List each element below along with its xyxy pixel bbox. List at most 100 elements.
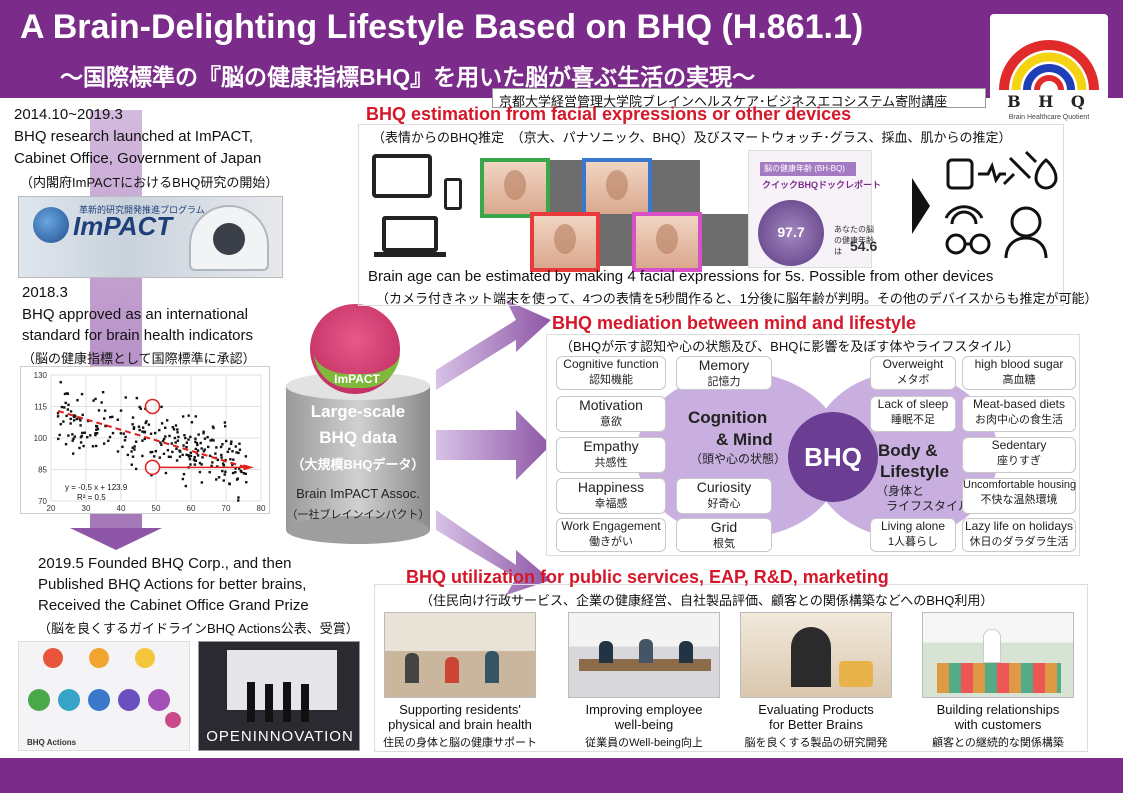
- bhq-logo-arcs-icon: [999, 40, 1099, 91]
- scatter-point: [141, 454, 144, 458]
- scatter-point: [221, 469, 224, 473]
- scatter-point: [198, 470, 202, 474]
- x-tick-label: 50: [152, 504, 161, 513]
- scatter-point: [80, 392, 84, 396]
- scatter-point: [59, 380, 62, 384]
- tablet-icon: [372, 154, 432, 198]
- scatter-point: [111, 431, 115, 435]
- scatter-point: [187, 438, 190, 441]
- scatter-point: [185, 453, 188, 456]
- x-tick-label: 40: [117, 504, 126, 513]
- scatter-point: [174, 424, 178, 427]
- scatter-point: [109, 416, 112, 419]
- scatter-point: [86, 419, 90, 423]
- smartphone-icon: [444, 178, 462, 210]
- scatter-point: [108, 435, 112, 439]
- scatter-point: [95, 432, 99, 435]
- scatter-point: [228, 447, 231, 451]
- scatter-point: [202, 432, 205, 435]
- scatter-point: [131, 446, 134, 449]
- scatter-point: [199, 441, 202, 445]
- scatter-point: [192, 458, 196, 461]
- mri-machine-icon: [189, 205, 269, 271]
- scatter-point: [181, 415, 185, 418]
- scatter-point: [76, 399, 79, 402]
- scatter-point: [130, 450, 133, 453]
- scatter-point: [220, 453, 223, 457]
- scatter-point: [228, 482, 231, 485]
- scatter-point: [133, 448, 136, 451]
- scatter-point: [178, 449, 181, 452]
- scatter-point: [224, 470, 227, 473]
- scatter-point: [166, 448, 170, 452]
- scatter-point: [164, 435, 167, 438]
- bhq-actions-guideline-image: BHQ Actions: [18, 641, 190, 751]
- timeline-text-3c: Received the Cabinet Office Grand Prize: [38, 597, 309, 614]
- scatter-point: [141, 430, 144, 433]
- scatter-point: [116, 418, 119, 421]
- scatter-point: [223, 421, 227, 424]
- scatter-point: [73, 435, 76, 438]
- scatter-point: [79, 424, 82, 427]
- scatter-point: [65, 414, 68, 418]
- scatter-point: [62, 420, 65, 423]
- scatter-point: [165, 419, 169, 422]
- header-banner: A Brain-Delighting Lifestyle Based on BH…: [0, 0, 1123, 98]
- scatter-point: [222, 464, 226, 467]
- scatter-point: [56, 412, 60, 415]
- scatter-point: [190, 421, 194, 424]
- scatter-point: [124, 435, 127, 439]
- scatter-point: [92, 399, 95, 402]
- scatter-point: [176, 431, 179, 434]
- scatter-point: [164, 471, 168, 475]
- scatter-point: [64, 401, 67, 405]
- scatter-point: [235, 451, 238, 454]
- brain-age-value: 54.6: [850, 238, 878, 254]
- scatter-point: [67, 434, 70, 437]
- scatter-point: [94, 444, 98, 448]
- caption-customers-2: with customers: [954, 717, 1042, 732]
- scatter-point: [121, 445, 124, 449]
- scatter-point: [65, 392, 69, 395]
- scatter-point: [187, 455, 191, 458]
- y-tick-label: 130: [34, 371, 48, 380]
- section2-title: BHQ mediation between mind and lifestyle: [552, 313, 917, 333]
- scatter-point: [203, 437, 207, 440]
- scatter-point: [216, 465, 219, 468]
- scatter-point: [141, 426, 145, 429]
- scatter-point: [124, 396, 127, 399]
- laptop-icon: [382, 216, 438, 252]
- scatter-point: [107, 439, 110, 443]
- scatter-point: [56, 415, 60, 418]
- scatter-point: [214, 452, 217, 455]
- scatter-point: [100, 401, 103, 404]
- timeline-text-2a: BHQ approved as an international: [22, 306, 248, 323]
- scatter-point: [181, 453, 184, 457]
- scatter-point: [131, 455, 135, 458]
- scatter-point: [178, 455, 182, 458]
- scatter-point: [211, 425, 215, 428]
- scatter-point: [135, 396, 139, 400]
- scatter-point: [234, 467, 237, 470]
- scatter-point: [185, 441, 189, 444]
- y-tick-label: 100: [34, 434, 48, 443]
- report-title: クイックBHQドックレポート: [762, 180, 882, 190]
- scatter-point: [83, 431, 86, 434]
- scatter-point: [188, 457, 192, 461]
- photo-residents: [384, 612, 536, 698]
- scatter-point: [221, 443, 224, 446]
- scatter-point: [237, 451, 240, 455]
- scatter-point: [96, 427, 100, 431]
- scatter-point: [208, 454, 212, 458]
- x-tick-label: 80: [257, 504, 266, 513]
- cognition-label: Cognition: [688, 408, 768, 427]
- scatter-point: [173, 436, 177, 440]
- database-line-3: （大規模BHQデータ）: [291, 457, 425, 472]
- scatter-point: [202, 430, 205, 433]
- scatter-point: [149, 451, 152, 454]
- scatter-point: [182, 444, 185, 447]
- scatter-point: [150, 473, 153, 477]
- timeline-text-3a: 2019.5 Founded BHQ Corp., and then: [38, 555, 292, 572]
- scatter-point: [116, 450, 120, 453]
- database-line-2: BHQ data: [319, 428, 397, 447]
